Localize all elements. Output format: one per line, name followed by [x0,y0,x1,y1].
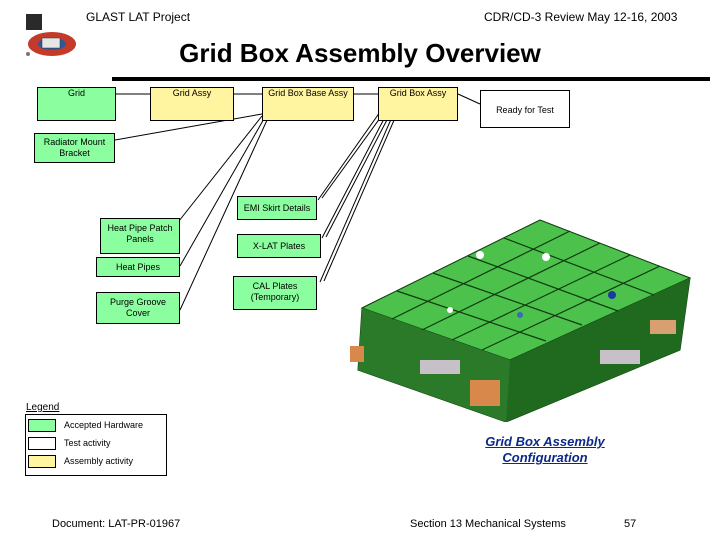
emi-skirt-details-box: EMI Skirt Details [237,196,317,220]
radiator-mount-bracket-box: Radiator Mount Bracket [34,133,115,163]
legend-swatch-assembly [28,455,56,468]
page-title: Grid Box Assembly Overview [179,38,541,68]
review-name: CDR/CD-3 Review May 12-16, 2003 [484,10,678,24]
legend-title: Legend [26,402,60,413]
cal-plates-label: CAL Plates (Temporary) [250,281,300,302]
ready-for-test-label: Ready for Test [496,105,554,115]
section-label: Section 13 Mechanical Systems [410,518,566,530]
grid-label: Grid [67,88,85,98]
document-number: Document: LAT-PR-01967 [52,518,181,530]
purge-groove-cover-box: Purge Groove Cover [96,292,180,324]
page-number: 57 [624,518,637,530]
project-name: GLAST LAT Project [86,10,191,24]
x-lat-plates-label: X-LAT Plates [252,241,306,251]
figure-caption: Grid Box Assembly Configuration [485,434,605,465]
cal-plates-box: CAL Plates (Temporary) [233,276,317,310]
heat-pipes-label: Heat Pipes [115,262,161,272]
grid-box-assy-box: Grid Box Assy [378,87,458,121]
heat-pipe-patch-panels-box: Heat Pipe Patch Panels [100,218,180,254]
grid-assy-label: Grid Assy [172,88,212,98]
grid-box-assembly-image [350,219,692,422]
emi-skirt-details-label: EMI Skirt Details [243,203,311,213]
glast-logo [18,8,80,64]
grid-box-assy-label: Grid Box Assy [389,88,447,98]
legend-swatch-accepted [28,419,56,432]
title-rule [112,77,710,81]
grid-assy-box: Grid Assy [150,87,234,121]
grid-box: Grid [37,87,116,121]
legend-label-test: Test activity [64,438,111,448]
legend-swatch-test [28,437,56,450]
radiator-mount-bracket-label: Radiator Mount Bracket [43,137,106,158]
ready-for-test-box: Ready for Test [480,90,570,128]
legend-box [25,414,167,476]
legend-label-assembly: Assembly activity [64,456,134,466]
heat-pipes-box: Heat Pipes [96,257,180,277]
legend-label-accepted: Accepted Hardware [64,420,144,430]
heat-pipe-patch-panels-label: Heat Pipe Patch Panels [107,223,173,244]
purge-groove-cover-label: Purge Groove Cover [109,297,167,318]
grid-box-base-assy-label: Grid Box Base Assy [268,88,348,98]
x-lat-plates-box: X-LAT Plates [237,234,321,258]
grid-box-base-assy-box: Grid Box Base Assy [262,87,354,121]
